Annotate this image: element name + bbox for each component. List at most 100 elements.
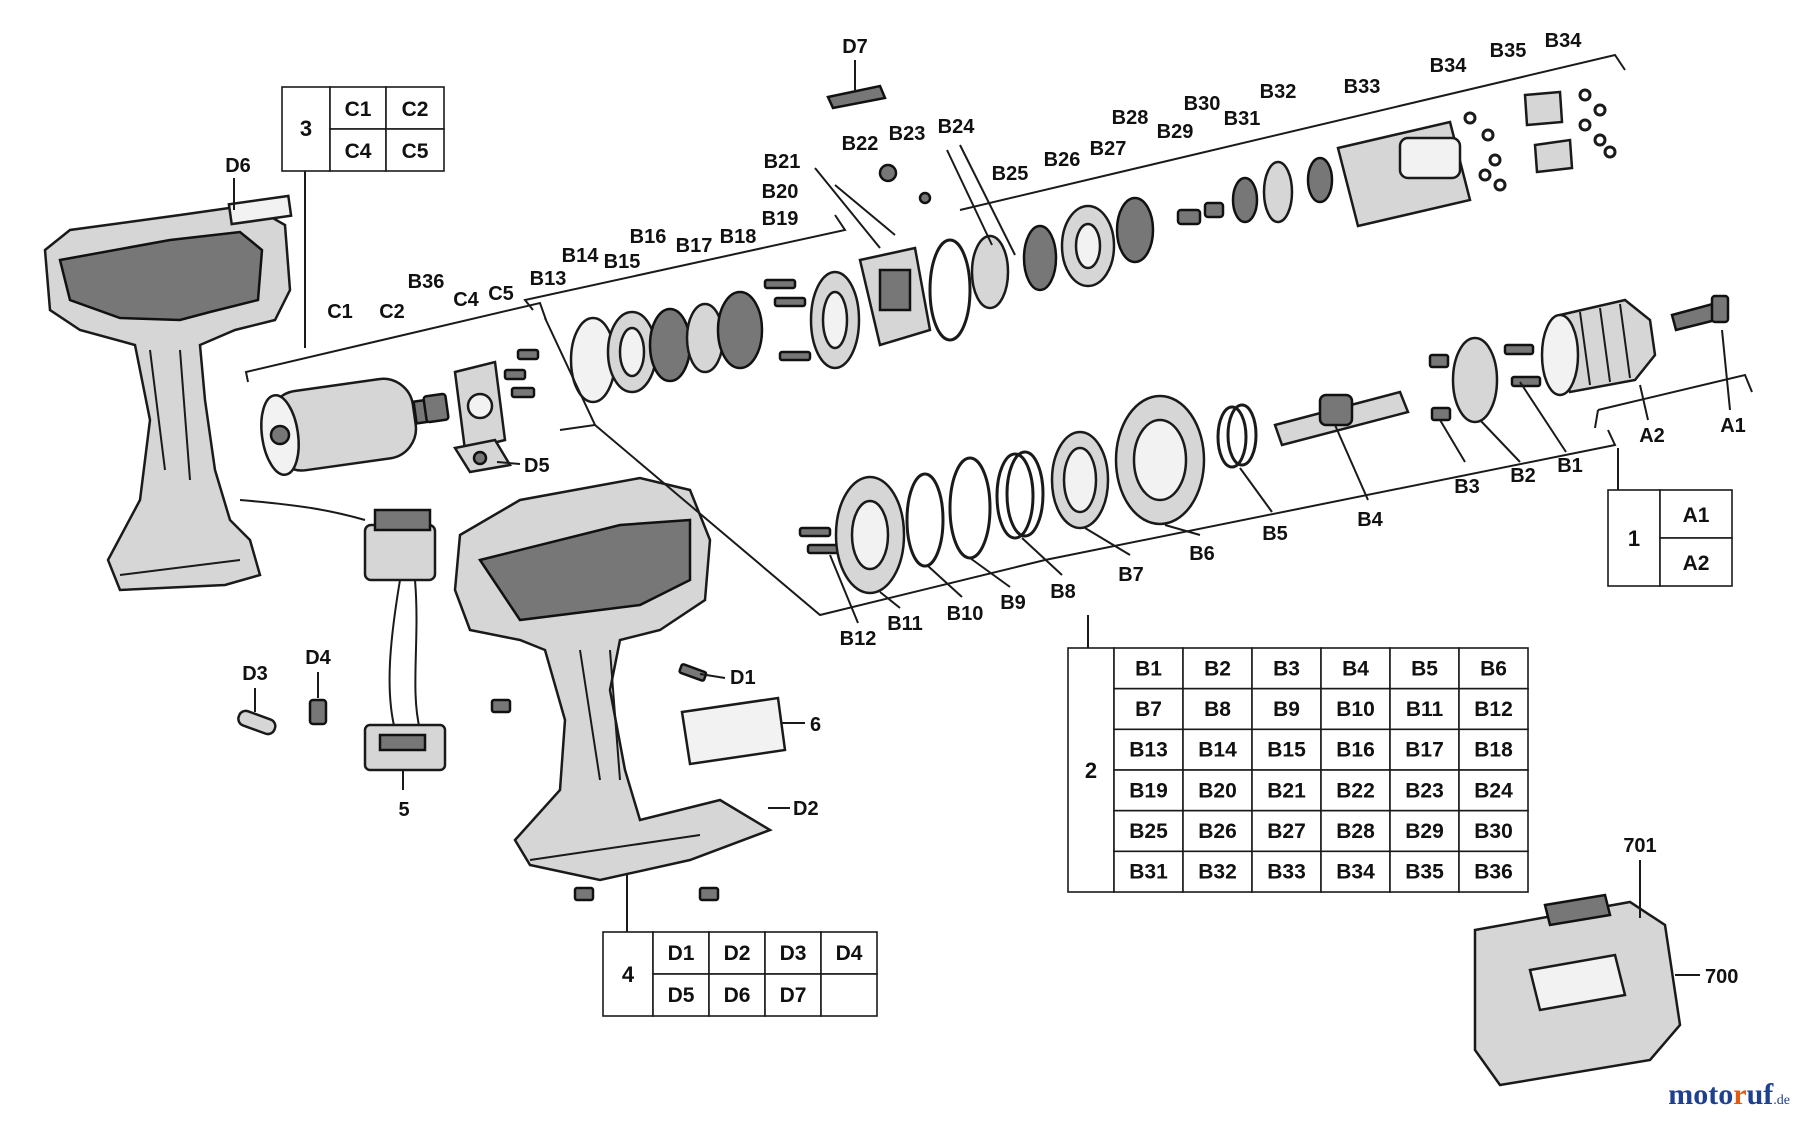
- group-4-cell-box: [764, 973, 822, 1017]
- group-3-cell: C2: [402, 98, 429, 121]
- leader-lines: [233, 60, 1731, 976]
- group-2-cell-box: [1389, 728, 1460, 771]
- group-4-cell-box: [820, 973, 878, 1017]
- group-2-cell: B27: [1267, 820, 1306, 843]
- label-b3: B3: [1454, 476, 1480, 498]
- label-b36: B36: [408, 271, 445, 293]
- group-2-cell: B20: [1198, 779, 1237, 802]
- group-3-cell: C5: [402, 140, 429, 163]
- group-2-cell: B15: [1267, 739, 1306, 762]
- pin-b18: [763, 278, 797, 290]
- group-2-cell: B10: [1336, 698, 1375, 721]
- group-2-cell: B5: [1411, 657, 1438, 680]
- group-4-cell: D1: [668, 942, 695, 965]
- carry-case-700: [1473, 893, 1682, 1087]
- label-b14: B14: [562, 245, 600, 267]
- group-2-cell-box: [1182, 728, 1253, 771]
- group-4-number: 4: [622, 962, 635, 987]
- group-2-cell: B26: [1198, 820, 1237, 843]
- group-2-number: 2: [1085, 758, 1097, 783]
- parts-table-group-1: 1 A1 A2: [1607, 448, 1733, 587]
- group-2-cell: B32: [1198, 861, 1237, 884]
- label-d4: D4: [305, 647, 331, 669]
- group-2-cell: B3: [1273, 657, 1300, 680]
- spring-b5: [1216, 405, 1248, 469]
- pin-d3: [237, 709, 277, 736]
- watermark-part: moto: [1668, 1078, 1734, 1111]
- group-2-cell-box: [1389, 809, 1460, 853]
- parts-table-group-3: 3 C1 C2 C4 C5: [281, 86, 445, 348]
- group-2-cell-box: [1458, 728, 1529, 771]
- label-b11: B11: [887, 613, 923, 635]
- group-2-cell-box: [1389, 647, 1460, 690]
- label-b5: B5: [1262, 523, 1288, 545]
- group-2-cell: B28: [1336, 820, 1375, 843]
- group-2-cell-box: [1251, 687, 1322, 731]
- label-b7: B7: [1118, 564, 1144, 586]
- pin-b22: [878, 163, 898, 183]
- group-1-number: 1: [1628, 526, 1640, 551]
- carrier-b24: [970, 234, 1010, 310]
- group-4-cell: D3: [780, 942, 807, 965]
- label-b31: B31: [1224, 108, 1261, 130]
- group-2-cell-box: [1113, 809, 1184, 853]
- group-2-cell: B25: [1129, 820, 1168, 843]
- label-b10: B10: [947, 603, 984, 625]
- group-3-number: 3: [300, 116, 312, 141]
- screw-d1: [490, 663, 720, 902]
- group-2-cell-box: [1320, 728, 1391, 771]
- group-2-cell: B30: [1474, 820, 1513, 843]
- watermark-part: r: [1733, 1078, 1747, 1111]
- label-part-5: 5: [398, 799, 409, 821]
- label-b35: B35: [1490, 40, 1527, 62]
- group-2-cell: B36: [1474, 861, 1513, 884]
- label-b20: B20: [762, 181, 799, 203]
- label-b25: B25: [992, 163, 1029, 185]
- group-4-cell: D5: [668, 984, 695, 1007]
- group-2-cell-box: [1113, 769, 1184, 812]
- screw-a1: [1670, 294, 1730, 332]
- group-2-cell-box: [1320, 647, 1391, 690]
- label-part-700: 700: [1705, 966, 1738, 988]
- label-b32: B32: [1260, 81, 1297, 103]
- label-b17: B17: [676, 235, 713, 257]
- group-2-cell: B4: [1342, 657, 1369, 680]
- label-c5: C5: [488, 283, 514, 305]
- group-2-cell: B8: [1204, 698, 1231, 721]
- group-4-cell-box: [708, 931, 766, 975]
- motor-pinion-c2: [422, 392, 450, 424]
- group-2-cell-box: [1458, 809, 1529, 853]
- label-b33: B33: [1344, 76, 1381, 98]
- label-b18: B18: [720, 226, 757, 248]
- label-c4: C4: [453, 289, 479, 311]
- group-2-cell: B21: [1267, 779, 1306, 802]
- group-2-cell-box: [1389, 769, 1460, 812]
- ring-b31: [1262, 160, 1294, 224]
- group-2-cell: B6: [1480, 657, 1507, 680]
- gear-train-lower: [798, 336, 1542, 595]
- label-part-701: 701: [1623, 835, 1656, 857]
- label-b24: B24: [938, 116, 976, 138]
- label-d3: D3: [242, 663, 268, 685]
- label-a2: A2: [1639, 425, 1665, 447]
- group-2-cell-box: [1389, 687, 1460, 731]
- label-b30: B30: [1184, 93, 1221, 115]
- watermark-part: uf: [1746, 1078, 1774, 1111]
- label-d5: D5: [524, 455, 550, 477]
- label-part-6: 6: [810, 714, 821, 736]
- group-2-cell-box: [1182, 850, 1253, 893]
- label-b28: B28: [1112, 107, 1149, 129]
- group-2-cell: B19: [1129, 779, 1168, 802]
- group-2-cell: B9: [1273, 698, 1300, 721]
- group-2-cell: B16: [1336, 739, 1375, 762]
- group-2-cell: B29: [1405, 820, 1444, 843]
- label-a1: A1: [1720, 415, 1746, 437]
- group-1-cell: A2: [1683, 552, 1710, 575]
- group-4-cell: D4: [836, 942, 863, 965]
- small-parts-b34-b35: [1463, 88, 1617, 192]
- group-3-cell: C1: [345, 98, 372, 121]
- label-b12: B12: [840, 628, 877, 650]
